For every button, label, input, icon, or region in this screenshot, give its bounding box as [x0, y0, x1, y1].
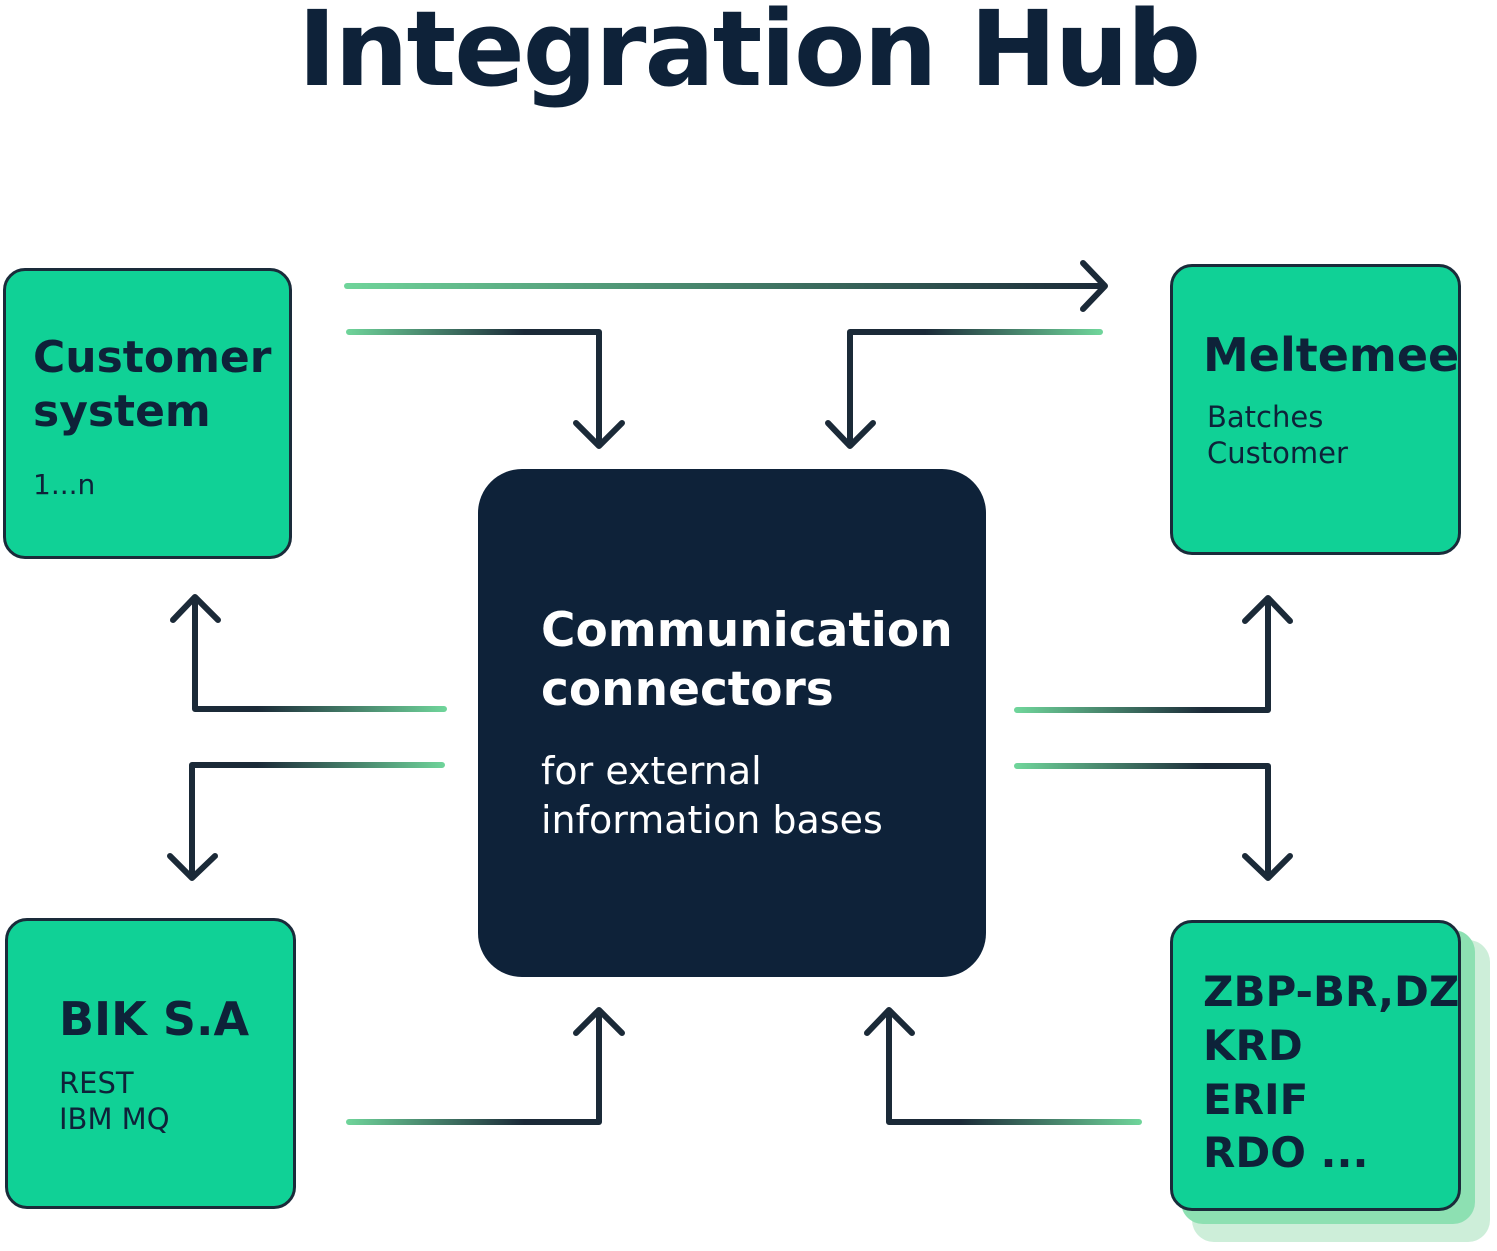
bik-line: IBM MQ	[59, 1102, 170, 1137]
communication-connectors-box: Communication connectors for external in…	[478, 469, 986, 977]
arrow-hub-to-registries	[1014, 763, 1293, 881]
bik-box: BIK S.A REST IBM MQ	[5, 918, 296, 1209]
arrow-hub-to-meltemee	[1014, 595, 1293, 713]
arrow-bik-to-hub	[346, 1007, 625, 1125]
arrow-hub-to-bik	[167, 762, 445, 881]
registries-box: ZBP-BR,DZ KRD ERIF RDO ...	[1170, 920, 1461, 1211]
arrow-customer-to-hub	[346, 329, 625, 449]
bik-line: REST	[59, 1066, 134, 1100]
customer-system-box: Customer system 1...n	[3, 268, 292, 559]
registry-item: ERIF	[1203, 1074, 1309, 1124]
customer-system-title: Customer system	[33, 332, 272, 437]
hub-subtitle: for external information bases	[541, 749, 883, 843]
registry-item: KRD	[1203, 1020, 1303, 1070]
arrow-customer-to-meltemee	[344, 260, 1108, 312]
registries-lines: ZBP-BR,DZ KRD ERIF RDO ...	[1203, 965, 1459, 1180]
meltemee-lines: Batches Customer	[1207, 399, 1348, 472]
hub-title: Communication connectors	[541, 603, 953, 718]
meltemee-line: Batches	[1207, 400, 1324, 434]
meltemee-box: Meltemee Batches Customer	[1170, 264, 1461, 555]
arrow-registries-to-hub	[864, 1007, 1142, 1125]
arrow-hub-to-customer	[170, 594, 447, 712]
bik-lines: REST IBM MQ	[59, 1065, 170, 1138]
registry-item: ZBP-BR,DZ	[1203, 967, 1460, 1016]
registry-item: RDO ...	[1203, 1128, 1369, 1178]
diagram-title: Integration Hub	[297, 0, 1201, 110]
meltemee-line: Customer	[1207, 436, 1348, 471]
meltemee-title: Meltemee	[1203, 328, 1460, 382]
customer-system-subtitle: 1...n	[33, 468, 96, 501]
bik-title: BIK S.A	[59, 992, 250, 1046]
arrow-meltemee-to-hub	[825, 329, 1103, 449]
